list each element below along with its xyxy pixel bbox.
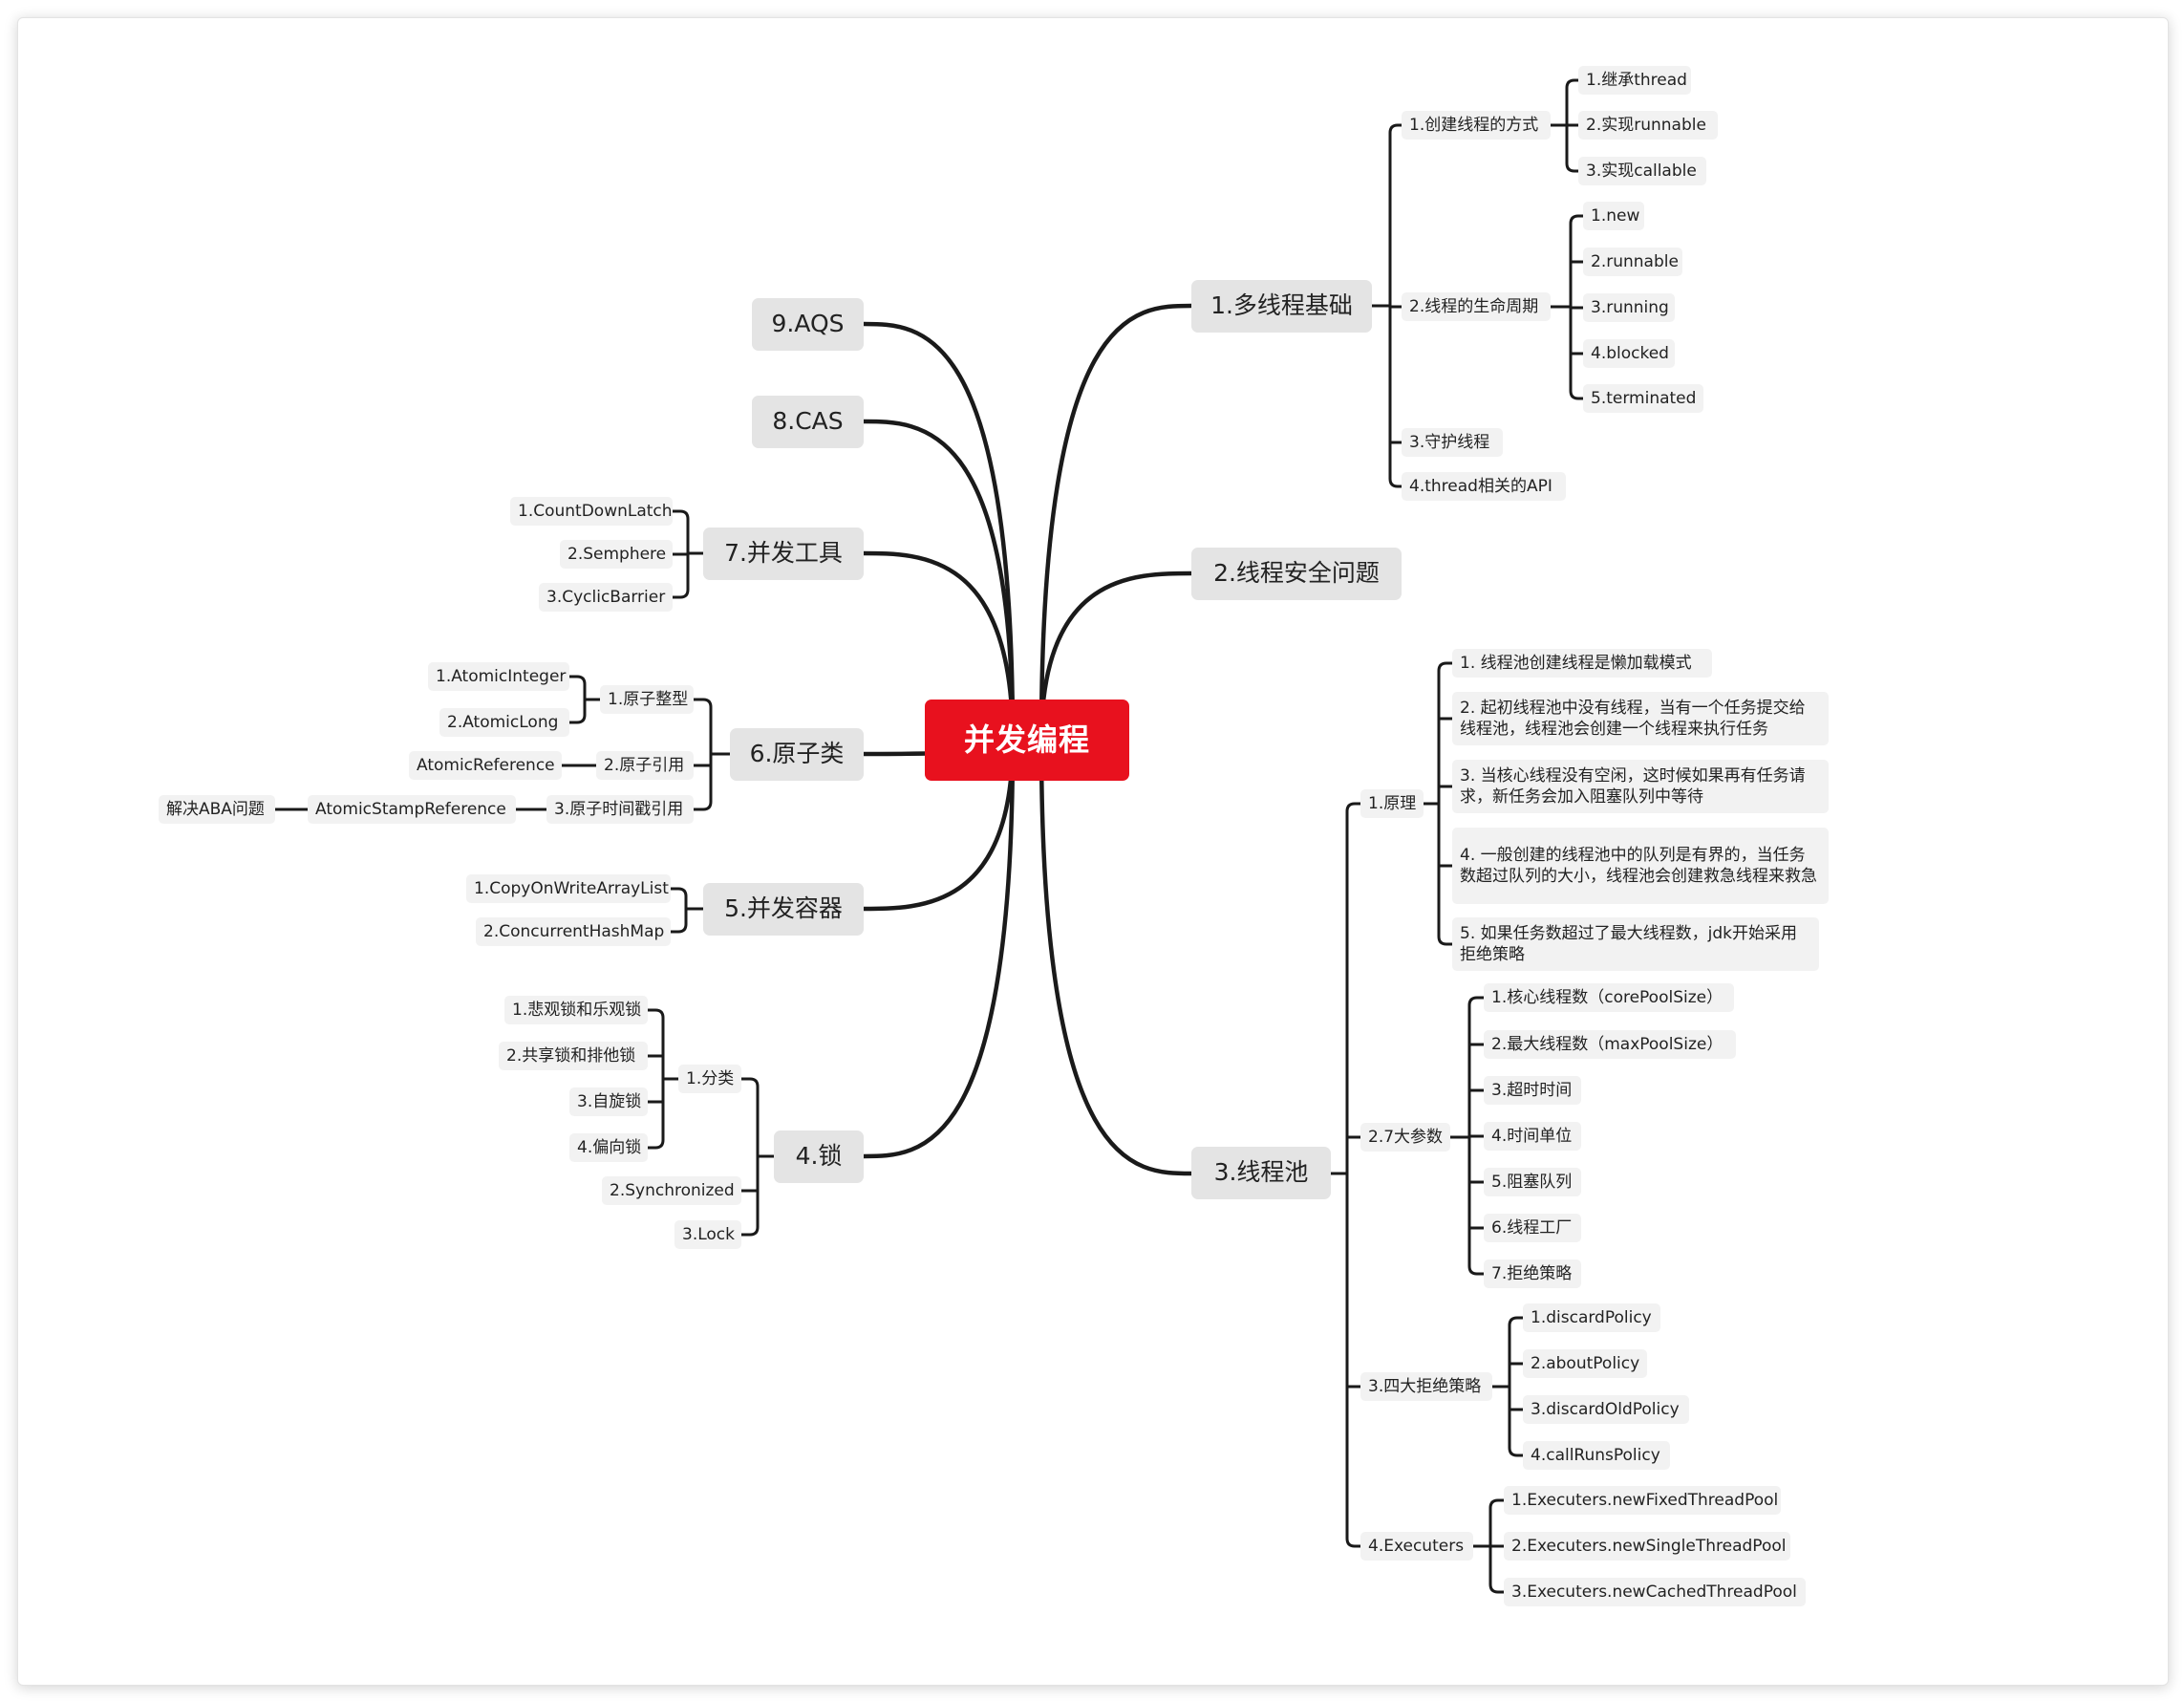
leaf-extend-thread[interactable]: 1.继承thread xyxy=(1578,66,1691,95)
topic-atomic-integer-types[interactable]: 1.原子整型 xyxy=(600,685,694,714)
topic-lock-interface[interactable]: 3.Lock xyxy=(674,1220,741,1249)
leaf-call-runs-policy[interactable]: 4.callRunsPolicy xyxy=(1523,1441,1670,1470)
leaf-keep-alive-time[interactable]: 3.超时时间 xyxy=(1484,1076,1581,1105)
leaf-principle-4[interactable]: 4. 一般创建的线程池中的队列是有界的，当任务数超过队列的大小，线程池会创建救急… xyxy=(1452,828,1829,904)
topic-seven-params[interactable]: 2.7大参数 xyxy=(1360,1123,1450,1152)
branch-concurrent-containers[interactable]: 5.并发容器 xyxy=(703,883,864,936)
branch-cas[interactable]: 8.CAS xyxy=(752,396,864,448)
leaf-implement-runnable[interactable]: 2.实现runnable xyxy=(1578,111,1718,140)
leaf-solve-aba-problem[interactable]: 解决ABA问题 xyxy=(159,795,275,824)
leaf-thread-factory[interactable]: 6.线程工厂 xyxy=(1484,1214,1581,1242)
central-topic[interactable]: 并发编程 xyxy=(925,700,1129,781)
leaf-implement-callable[interactable]: 3.实现callable xyxy=(1578,157,1706,185)
leaf-about-policy[interactable]: 2.aboutPolicy xyxy=(1523,1349,1647,1378)
topic-principle[interactable]: 1.原理 xyxy=(1360,789,1424,818)
leaf-time-unit[interactable]: 4.时间单位 xyxy=(1484,1122,1581,1151)
branch-thread-pool[interactable]: 3.线程池 xyxy=(1191,1147,1331,1199)
leaf-discard-old-policy[interactable]: 3.discardOldPolicy xyxy=(1523,1395,1689,1424)
leaf-concurrent-hash-map[interactable]: 2.ConcurrentHashMap xyxy=(476,917,671,946)
leaf-principle-2[interactable]: 2. 起初线程池中没有线程，当有一个任务提交给线程池，线程池会创建一个线程来执行… xyxy=(1452,692,1829,745)
leaf-state-blocked[interactable]: 4.blocked xyxy=(1583,339,1675,368)
leaf-core-pool-size[interactable]: 1.核心线程数（corePoolSize） xyxy=(1484,983,1734,1012)
topic-lock-categories[interactable]: 1.分类 xyxy=(678,1065,741,1093)
leaf-biased-lock[interactable]: 4.偏向锁 xyxy=(569,1133,648,1162)
leaf-state-new[interactable]: 1.new xyxy=(1583,202,1644,230)
topic-atomic-stamp-reference[interactable]: 3.原子时间戳引用 xyxy=(546,795,694,824)
branch-locks[interactable]: 4.锁 xyxy=(774,1130,864,1183)
leaf-principle-1[interactable]: 1. 线程池创建线程是懒加载模式 xyxy=(1452,649,1712,678)
leaf-count-down-latch[interactable]: 1.CountDownLatch xyxy=(510,497,673,526)
topic-atomic-reference[interactable]: 2.原子引用 xyxy=(596,751,694,780)
leaf-atomic-reference[interactable]: AtomicReference xyxy=(409,751,562,780)
leaf-pessimistic-optimistic-lock[interactable]: 1.悲观锁和乐观锁 xyxy=(504,996,648,1024)
leaf-reject-policy[interactable]: 7.拒绝策略 xyxy=(1484,1260,1581,1288)
leaf-semphere[interactable]: 2.Semphere xyxy=(560,540,673,569)
leaf-new-single-thread-pool[interactable]: 2.Executers.newSingleThreadPool xyxy=(1504,1532,1790,1561)
leaf-atomic-stamp-reference[interactable]: AtomicStampReference xyxy=(308,795,516,824)
leaf-spin-lock[interactable]: 3.自旋锁 xyxy=(569,1087,648,1116)
leaf-copy-on-write-array-list[interactable]: 1.CopyOnWriteArrayList xyxy=(466,874,671,903)
branch-atomic-classes[interactable]: 6.原子类 xyxy=(730,728,864,781)
topic-create-thread-ways[interactable]: 1.创建线程的方式 xyxy=(1402,111,1551,140)
topic-executers[interactable]: 4.Executers xyxy=(1360,1532,1473,1561)
topic-synchronized[interactable]: 2.Synchronized xyxy=(602,1176,741,1205)
leaf-principle-5[interactable]: 5. 如果任务数超过了最大线程数，jdk开始采用拒绝策略 xyxy=(1452,917,1819,971)
leaf-state-running[interactable]: 3.running xyxy=(1583,293,1675,322)
leaf-atomic-integer[interactable]: 1.AtomicInteger xyxy=(428,662,569,691)
branch-aqs[interactable]: 9.AQS xyxy=(752,298,864,351)
leaf-cyclic-barrier[interactable]: 3.CyclicBarrier xyxy=(539,583,673,612)
leaf-blocking-queue[interactable]: 5.阻塞队列 xyxy=(1484,1168,1581,1196)
leaf-new-cached-thread-pool[interactable]: 3.Executers.newCachedThreadPool xyxy=(1504,1578,1806,1606)
leaf-max-pool-size[interactable]: 2.最大线程数（maxPoolSize） xyxy=(1484,1030,1736,1059)
leaf-discard-policy[interactable]: 1.discardPolicy xyxy=(1523,1303,1660,1332)
leaf-state-terminated[interactable]: 5.terminated xyxy=(1583,384,1703,413)
topic-four-reject-policies[interactable]: 3.四大拒绝策略 xyxy=(1360,1372,1492,1401)
branch-multithread-basics[interactable]: 1.多线程基础 xyxy=(1191,280,1372,333)
branch-thread-safety[interactable]: 2.线程安全问题 xyxy=(1191,548,1402,600)
leaf-state-runnable[interactable]: 2.runnable xyxy=(1583,248,1682,276)
branch-concurrency-tools[interactable]: 7.并发工具 xyxy=(703,528,864,580)
topic-thread-api[interactable]: 4.thread相关的API xyxy=(1402,472,1566,501)
leaf-principle-3[interactable]: 3. 当核心线程没有空闲，这时候如果再有任务请求，新任务会加入阻塞队列中等待 xyxy=(1452,760,1829,813)
topic-daemon-thread[interactable]: 3.守护线程 xyxy=(1402,428,1503,457)
leaf-atomic-long[interactable]: 2.AtomicLong xyxy=(439,708,569,737)
topic-thread-lifecycle[interactable]: 2.线程的生命周期 xyxy=(1402,292,1551,321)
leaf-shared-exclusive-lock[interactable]: 2.共享锁和排他锁 xyxy=(499,1042,648,1070)
mindmap-canvas xyxy=(17,17,2169,1686)
leaf-new-fixed-thread-pool[interactable]: 1.Executers.newFixedThreadPool xyxy=(1504,1486,1781,1515)
